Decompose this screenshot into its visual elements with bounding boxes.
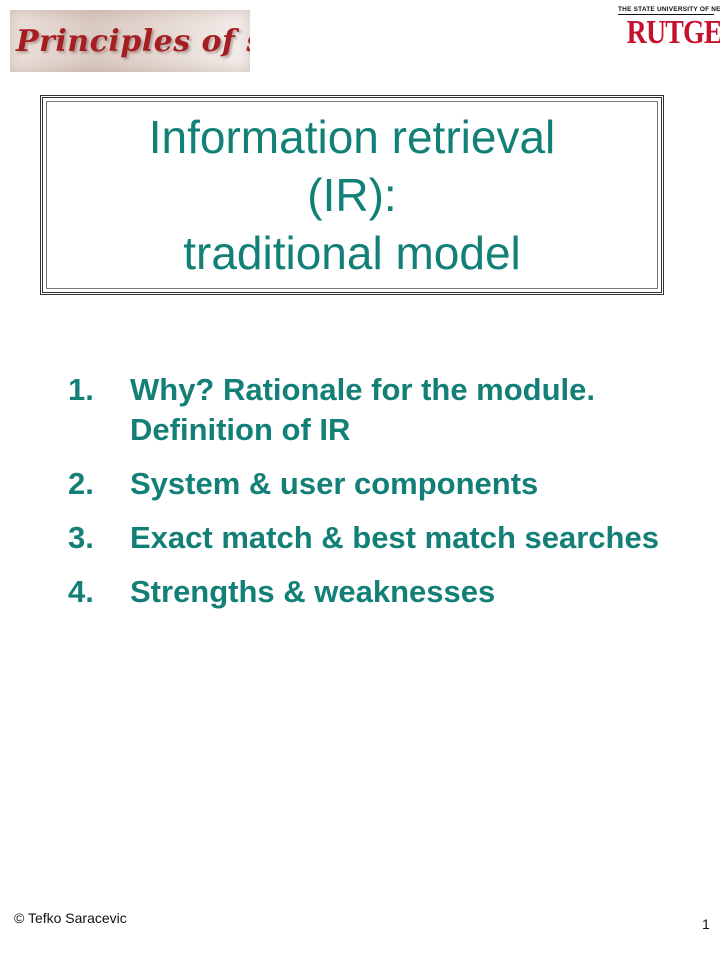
- list-item-text: System & user components: [130, 466, 539, 501]
- copyright-notice: © Tefko Saracevic: [14, 910, 127, 926]
- principles-of-searching-logo: Principles of searching: [10, 10, 250, 72]
- list-item-number: 2.: [68, 466, 94, 501]
- list-item-number: 3.: [68, 520, 94, 555]
- title-line-1: Information retrieval: [148, 111, 556, 163]
- page-number: 1: [702, 916, 710, 932]
- topic-list: 1. Why? Rationale for the module. Defini…: [68, 370, 668, 626]
- list-item-number: 4.: [68, 574, 94, 609]
- list-item: 2. System & user components: [68, 464, 668, 504]
- title-line-3: traditional model: [183, 227, 521, 279]
- university-tagline: THE STATE UNIVERSITY OF NEW JERSEY: [618, 6, 720, 15]
- list-item-text: Why? Rationale for the module. Definitio…: [130, 372, 596, 447]
- title-line-2: (IR):: [307, 169, 397, 221]
- list-item-number: 1.: [68, 372, 94, 407]
- slide-title-box: Information retrieval (IR): traditional …: [40, 95, 664, 295]
- rutgers-logo: THE STATE UNIVERSITY OF NEW JERSEY RUTGE…: [618, 6, 720, 56]
- list-item: 4. Strengths & weaknesses: [68, 572, 668, 612]
- logo-text: Principles of searching: [16, 23, 250, 59]
- university-name: RUTGERS: [626, 14, 720, 51]
- list-item-text: Exact match & best match searches: [130, 520, 659, 555]
- slide-title: Information retrieval (IR): traditional …: [149, 108, 556, 282]
- list-item: 3. Exact match & best match searches: [68, 518, 668, 558]
- list-item: 1. Why? Rationale for the module. Defini…: [68, 370, 668, 450]
- list-item-text: Strengths & weaknesses: [130, 574, 496, 609]
